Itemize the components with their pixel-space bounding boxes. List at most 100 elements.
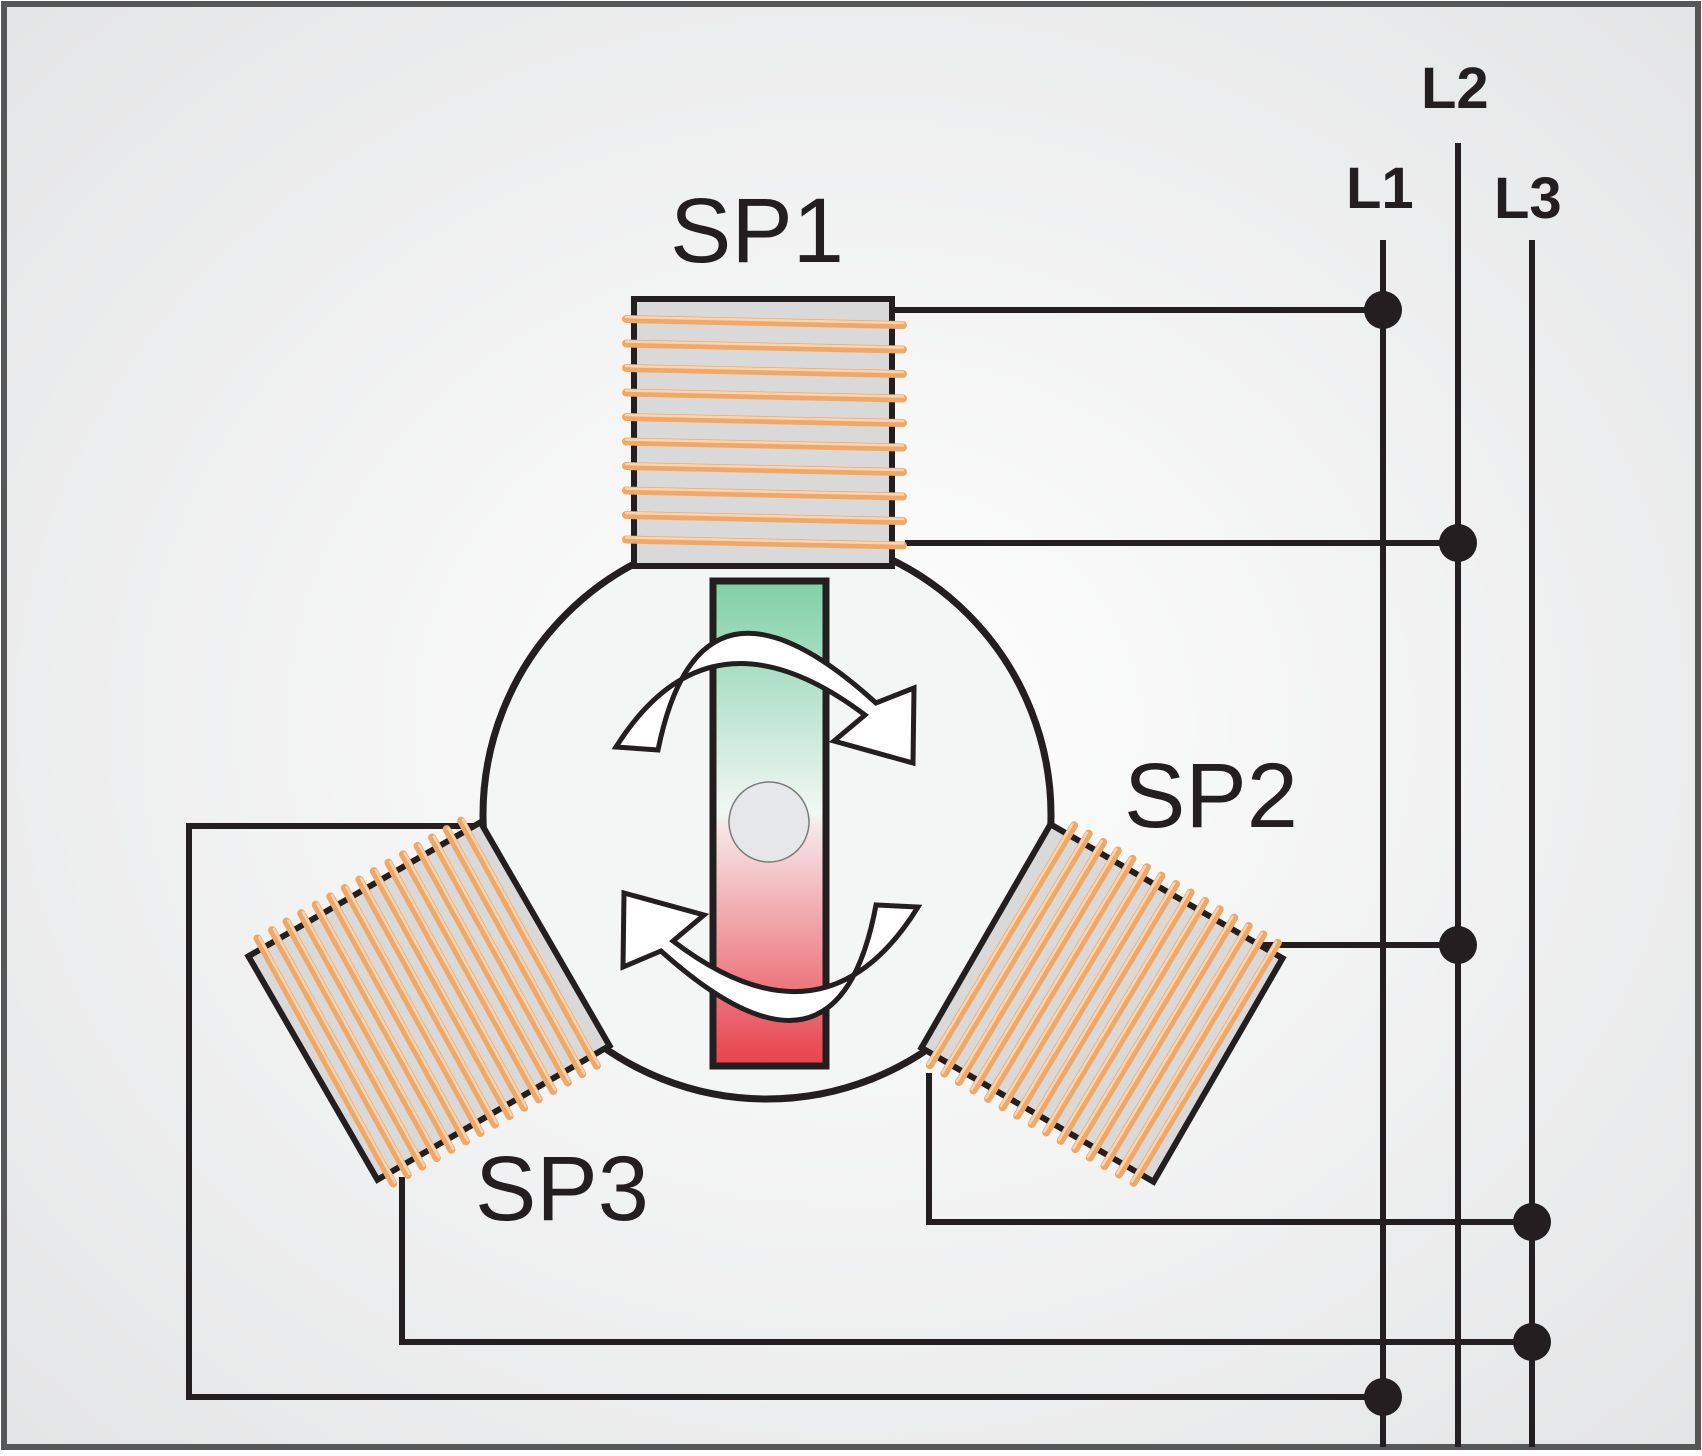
- junctions: [1364, 291, 1551, 1416]
- winding-highlight: [970, 848, 1118, 1091]
- winding-highlight: [345, 885, 484, 1134]
- winding-highlight: [1014, 873, 1161, 1116]
- sp3-windings: [253, 816, 601, 1188]
- winding-turn: [622, 364, 907, 378]
- winding-turn: [925, 821, 1079, 1070]
- coil-sp1: [622, 296, 907, 569]
- winding-highlight: [624, 413, 905, 423]
- winding-turn: [1071, 905, 1224, 1154]
- wire-sp3-l1: [186, 823, 1383, 1400]
- winding-highlight: [624, 389, 905, 398]
- winding-turn: [340, 883, 485, 1137]
- winding-turn: [268, 925, 412, 1179]
- winding-highlight: [624, 438, 905, 447]
- winding-highlight: [388, 860, 528, 1108]
- winding-turn: [1129, 938, 1282, 1187]
- wire-sp3-l3: [399, 1177, 1532, 1345]
- winding-highlight: [1043, 890, 1191, 1133]
- rotation-arrow-clockwise-icon: [611, 630, 917, 767]
- winding-turn: [369, 867, 514, 1121]
- winding-turn: [1027, 880, 1180, 1129]
- wiring: [186, 143, 1535, 1447]
- winding-highlight: [1101, 923, 1249, 1167]
- winding-highlight: [330, 894, 469, 1142]
- winding-turn: [398, 850, 543, 1104]
- junction-dot: [1513, 1323, 1551, 1361]
- junction-dot: [1439, 926, 1477, 964]
- junction-dot: [1439, 524, 1477, 562]
- winding-highlight: [461, 818, 600, 1066]
- rotation-arrow-counterclockwise-icon: [620, 889, 923, 1023]
- winding-turn: [326, 892, 470, 1146]
- winding-highlight: [955, 839, 1103, 1083]
- winding-highlight: [985, 856, 1132, 1100]
- winding-turn: [311, 900, 456, 1154]
- winding-highlight: [1057, 898, 1205, 1142]
- winding-highlight: [1086, 915, 1234, 1158]
- line-label-l3: L3: [1494, 166, 1562, 231]
- winding-turn: [622, 315, 907, 329]
- winding-highlight: [301, 910, 440, 1159]
- winding-turn: [954, 838, 1108, 1087]
- winding-highlight: [1130, 940, 1278, 1184]
- winding-highlight: [287, 919, 426, 1167]
- wire-sp2-l3: [926, 1073, 1532, 1225]
- winding-turn: [622, 413, 907, 427]
- winding-turn: [384, 858, 529, 1112]
- winding-highlight: [272, 927, 411, 1176]
- winding-turn: [442, 825, 587, 1079]
- winding-highlight: [624, 315, 905, 325]
- winding-turn: [1114, 930, 1268, 1179]
- winding-turn: [622, 339, 907, 354]
- winding-turn: [1056, 896, 1210, 1145]
- sp2-windings: [925, 821, 1282, 1187]
- junction-dot: [1513, 1203, 1551, 1241]
- sp1-windings: [622, 315, 907, 550]
- winding-highlight: [624, 487, 905, 496]
- line-label-l1: L1: [1346, 156, 1414, 221]
- winding-highlight: [1072, 907, 1220, 1150]
- winding-highlight: [359, 877, 498, 1125]
- winding-turn: [1013, 871, 1166, 1120]
- winding-turn: [622, 437, 907, 452]
- winding-highlight: [316, 902, 455, 1150]
- coil-sp2: [917, 820, 1287, 1187]
- winding-turn: [1100, 922, 1253, 1171]
- coil-label-sp3: SP3: [475, 1138, 649, 1240]
- winding-highlight: [999, 865, 1147, 1108]
- winding-turn: [355, 875, 500, 1129]
- winding-turn: [428, 833, 572, 1087]
- winding-highlight: [403, 852, 542, 1100]
- coil-sp3: [244, 816, 614, 1188]
- winding-turn: [969, 846, 1122, 1095]
- winding-turn: [297, 909, 441, 1163]
- winding-turn: [413, 841, 558, 1095]
- winding-highlight: [624, 462, 905, 472]
- winding-highlight: [418, 843, 557, 1092]
- winding-highlight: [941, 831, 1089, 1074]
- winding-turn: [253, 934, 398, 1188]
- junction-dot: [1364, 291, 1402, 329]
- winding-highlight: [624, 364, 905, 374]
- winding-turn: [622, 511, 907, 525]
- winding-turn: [940, 829, 1093, 1078]
- winding-highlight: [257, 936, 397, 1184]
- winding-highlight: [624, 536, 905, 545]
- winding-turn: [984, 854, 1137, 1103]
- winding-highlight: [624, 511, 905, 521]
- junction-dot: [1364, 1378, 1402, 1416]
- winding-turn: [622, 388, 907, 403]
- winding-highlight: [1028, 881, 1176, 1125]
- winding-turn: [1085, 913, 1239, 1162]
- winding-highlight: [926, 823, 1074, 1066]
- winding-turn: [622, 462, 907, 476]
- winding-turn: [457, 816, 601, 1070]
- rotor-axle: [728, 781, 810, 863]
- winding-highlight: [432, 835, 571, 1083]
- winding-highlight: [447, 826, 586, 1075]
- winding-turn: [998, 863, 1151, 1112]
- line-label-l2: L2: [1421, 56, 1489, 121]
- rotation-arrows: [611, 630, 923, 1023]
